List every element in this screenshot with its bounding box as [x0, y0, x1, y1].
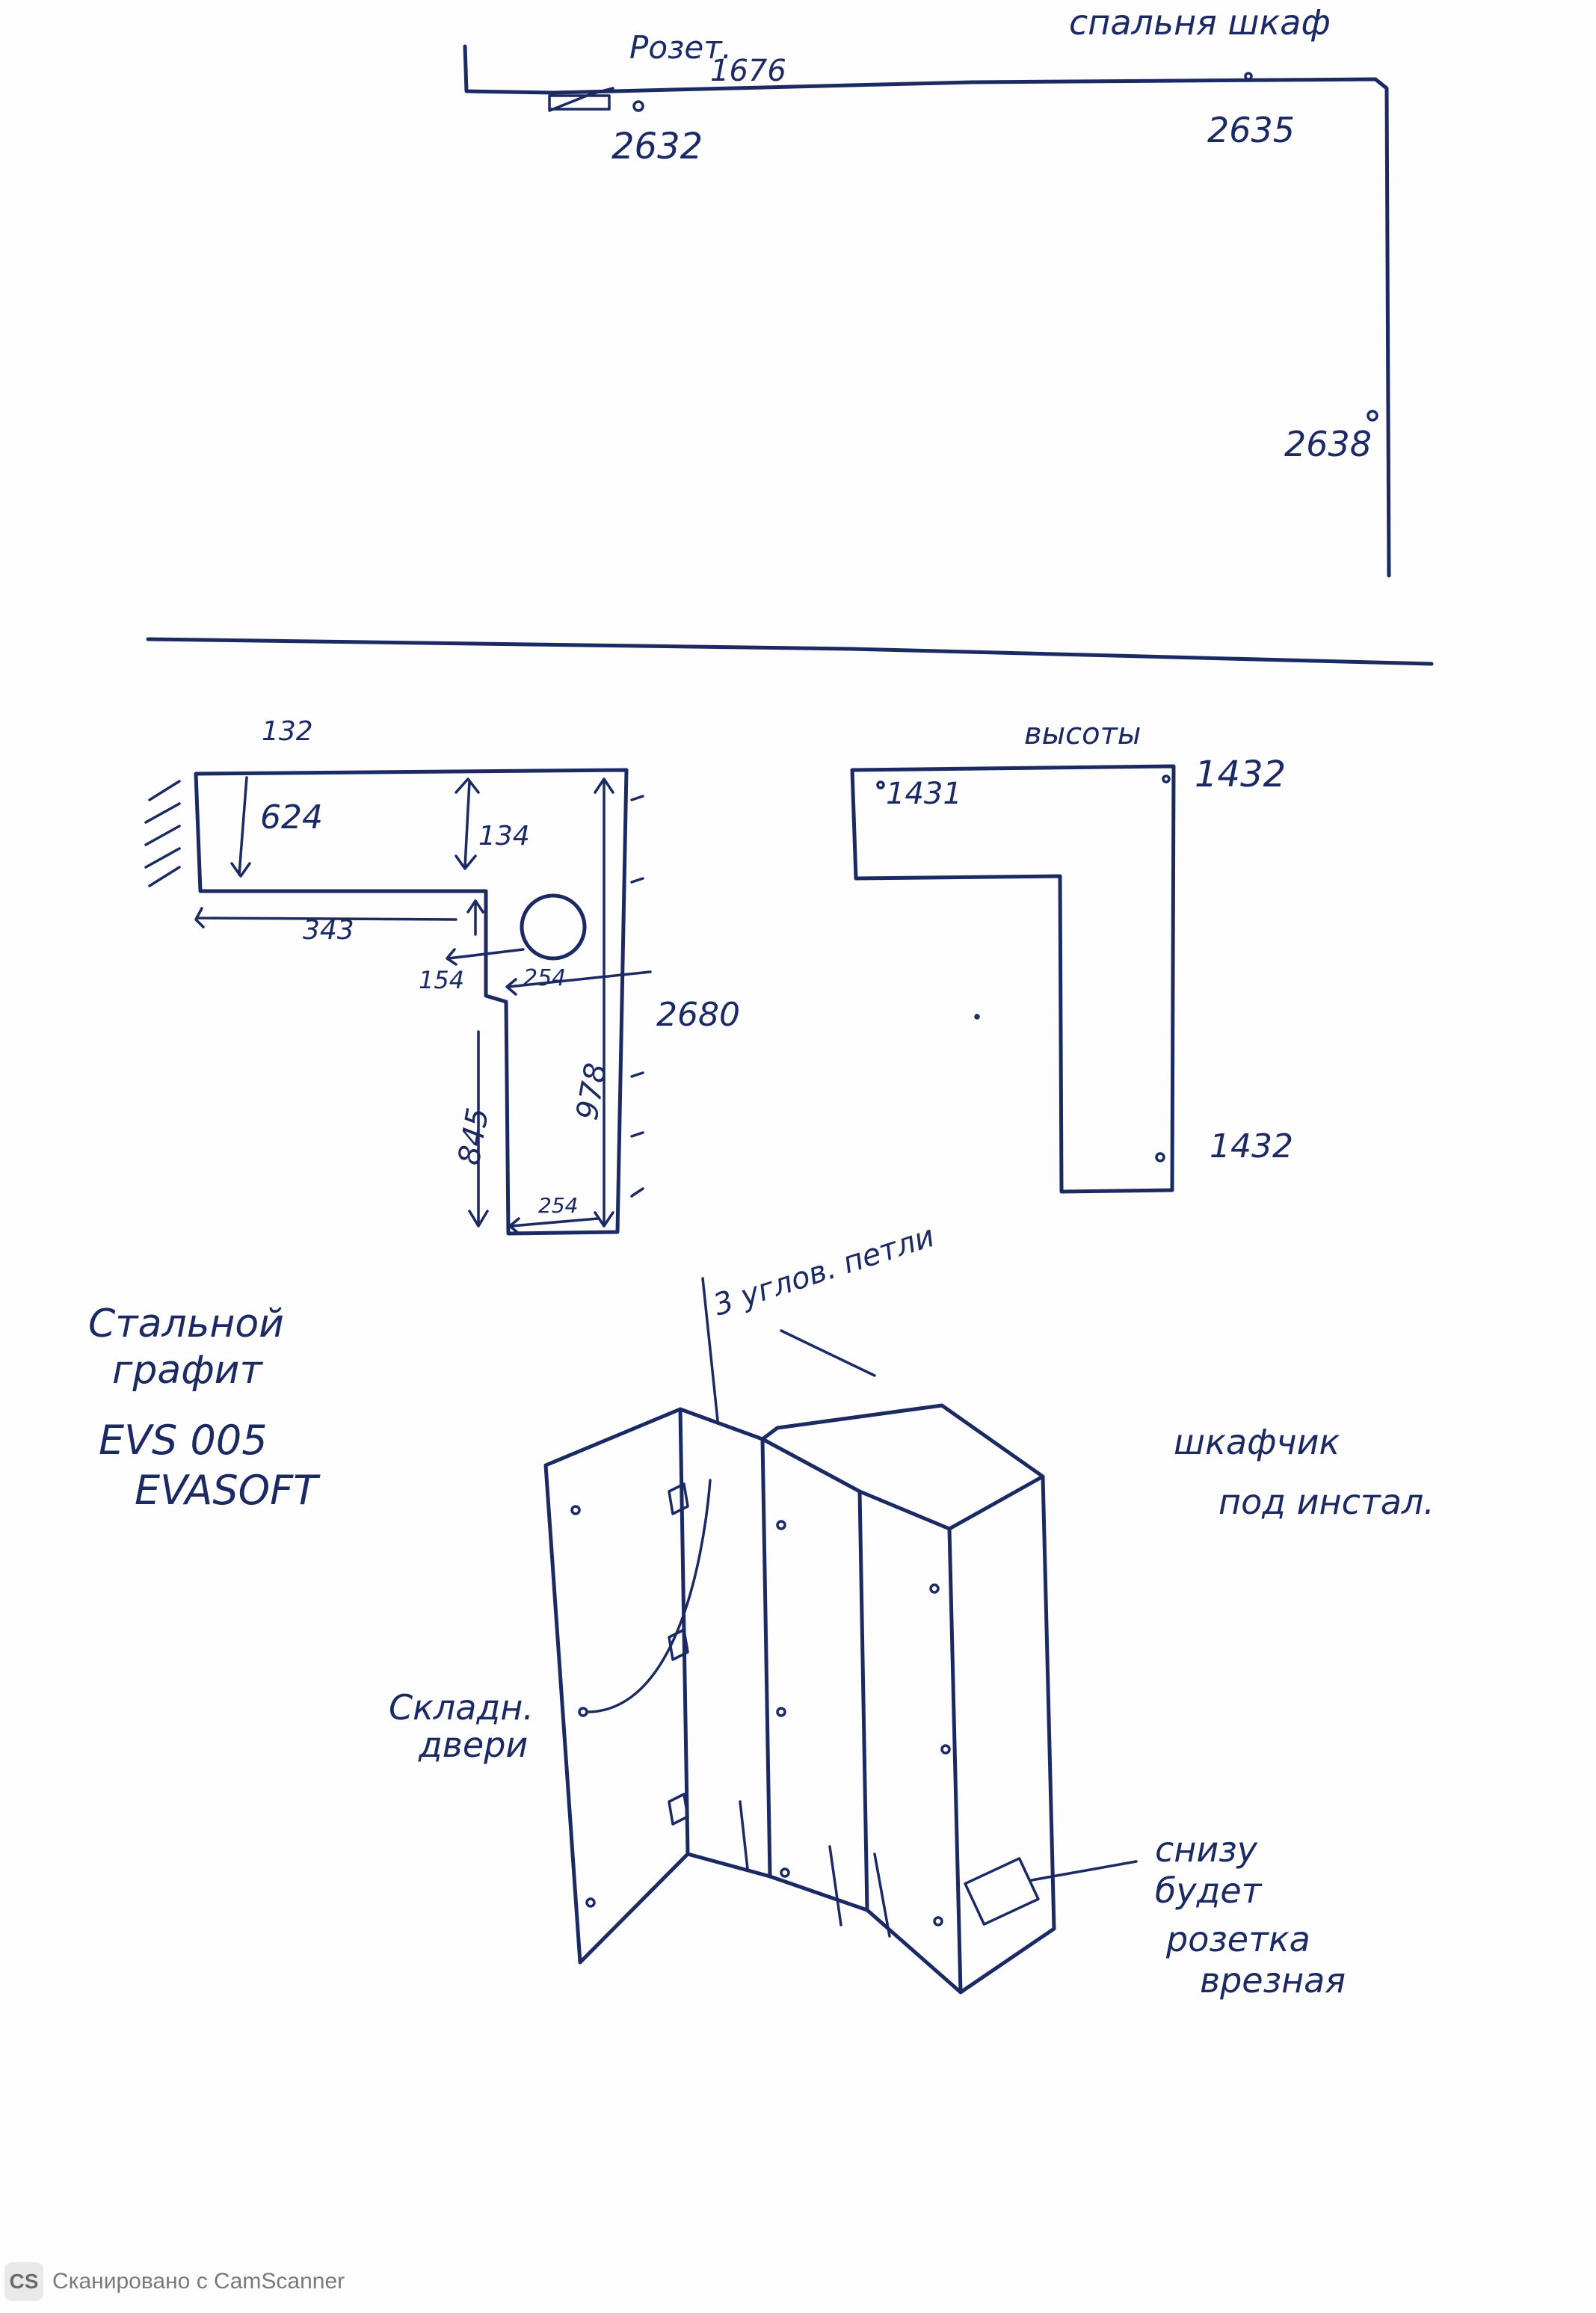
camscanner-watermark-text: Сканировано с CamScanner [52, 2269, 345, 2294]
middle-door-panel [760, 1437, 869, 1912]
dim-tick-154 [466, 899, 484, 936]
material-line-2: графит [112, 1348, 263, 1393]
pipe-circle [520, 893, 587, 961]
dim-2680: 2680 [656, 996, 740, 1034]
folding-door-leader [585, 1479, 712, 1713]
value-2632: 2632 [611, 126, 703, 167]
door-knob-6 [578, 1707, 588, 1717]
dim-134: 134 [478, 821, 530, 851]
door-knob-9 [933, 1916, 943, 1927]
dim-254-bottom: 254 [538, 1193, 578, 1218]
door-knob-5 [940, 1744, 951, 1755]
door-knob-7 [585, 1897, 596, 1908]
label-socket-2: будет [1155, 1870, 1263, 1911]
door-knob-3 [776, 1707, 786, 1717]
dim-845: 845 [452, 1106, 496, 1168]
label-socket-1: снизу [1155, 1829, 1258, 1870]
label-cabinet-2: под инстал. [1218, 1482, 1435, 1522]
side-panel [947, 1474, 1056, 1995]
socket-box [964, 1857, 1040, 1926]
corner-hinge-leaders [701, 1277, 876, 1422]
value-2638: 2638 [1284, 424, 1372, 464]
value-2635: 2635 [1207, 110, 1295, 150]
l-shape-plan: 132 624 134 343 154 254 2680 978 845 254 [144, 716, 740, 1236]
door-handles [739, 1800, 891, 1938]
heights-plan: высоты 1431 1432 1432 [850, 717, 1293, 1194]
left-fold-panel [678, 1407, 772, 1879]
dim-624: 624 [260, 798, 323, 837]
dim-arrow-343 [194, 907, 457, 928]
cabinet-sketch: 3 углов. петли Складн. двери шкафчик под… [389, 1219, 1435, 2001]
socket-leader-line [548, 87, 614, 112]
label-corner-hinges: 3 углов. петли [709, 1219, 939, 1323]
point-2638 [1367, 410, 1378, 422]
value-1432-bottom: 1432 [1210, 1127, 1293, 1165]
scan-dot [974, 1014, 980, 1020]
dim-arrow-254-top [505, 970, 652, 996]
value-1431: 1431 [886, 777, 962, 811]
label-folding-2: двери [418, 1725, 528, 1765]
point-1431 [876, 780, 885, 789]
camscanner-logo: CS [4, 2262, 43, 2301]
label-socket-3: розетка [1165, 1919, 1310, 1959]
dim-arrow-134 [455, 777, 480, 870]
point-2635 [1244, 72, 1253, 81]
heights-outline [850, 764, 1176, 1194]
socket-leader [1030, 1860, 1138, 1882]
socket-mark [548, 94, 611, 111]
label-rozet: Розет. [629, 29, 732, 66]
wall-ticks [630, 795, 644, 1198]
top-panel [760, 1403, 1045, 1479]
door-knob-1 [570, 1505, 581, 1515]
dim-254-top: 254 [523, 965, 566, 991]
wall-hatching [144, 780, 181, 887]
point-1432-bottom [1155, 1152, 1165, 1162]
plan-title: спальня шкаф [1069, 2, 1331, 43]
left-door-panel [543, 1407, 690, 1965]
label-folding-1: Складн. [389, 1687, 534, 1728]
dim-343: 343 [303, 915, 354, 946]
material-line-3: EVS 005 [99, 1417, 268, 1464]
value-1432-top: 1432 [1195, 754, 1286, 795]
dim-arrow-254-bottom [508, 1217, 600, 1235]
dim-978: 978 [570, 1061, 614, 1123]
hinges [668, 1482, 689, 1826]
material-notes: Стальной графит EVS 005 EVASOFT [88, 1302, 321, 1514]
right-door-panel [857, 1489, 963, 1995]
point-2632 [632, 100, 644, 112]
door-knob-2 [776, 1520, 786, 1530]
camscanner-footer: CS Сканировано с CamScanner [4, 2259, 345, 2304]
dim-arrow-978 [594, 777, 614, 1228]
material-line-1: Стальной [88, 1302, 284, 1346]
door-knob-4 [929, 1583, 940, 1594]
dim-1676: 1676 [710, 54, 786, 88]
room-plan: Розет. 1676 2632 2635 2638 спальня шкаф [463, 2, 1391, 578]
section-divider [146, 637, 1434, 666]
material-line-4: EVASOFT [135, 1467, 321, 1514]
room-outline [463, 44, 1391, 578]
label-cabinet-1: шкафчик [1174, 1422, 1340, 1462]
point-1432-top [1162, 774, 1171, 783]
dim-132: 132 [262, 716, 313, 747]
dim-arrow-845 [468, 1030, 489, 1228]
l-shape-outline [194, 768, 629, 1236]
dim-arrow-154 [446, 948, 525, 966]
dim-arrow-624 [230, 776, 251, 878]
door-knob-8 [780, 1867, 790, 1878]
heights-title: высоты [1024, 717, 1141, 751]
dim-154: 154 [419, 966, 464, 994]
label-socket-4: врезная [1200, 1960, 1346, 2001]
